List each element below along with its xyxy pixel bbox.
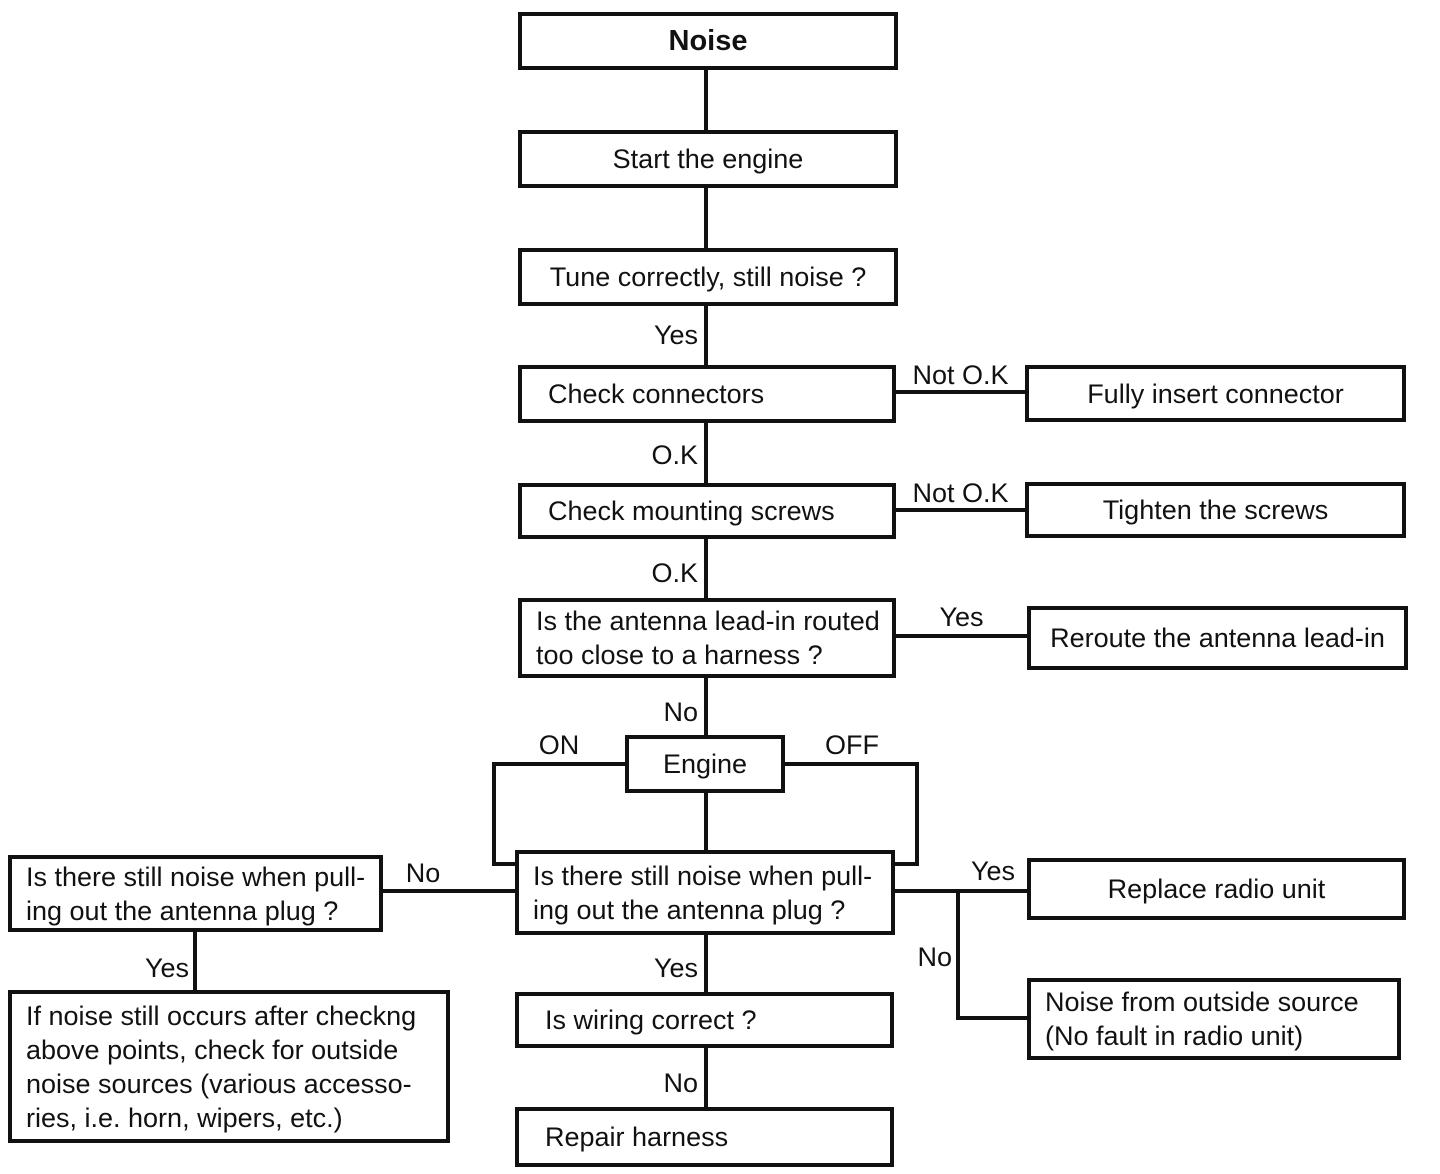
node-reroute-antenna: Reroute the antenna lead-in <box>1027 606 1408 670</box>
node-reroute-antenna-label: Reroute the antenna lead-in <box>1050 623 1385 653</box>
edge-engine-off-h <box>785 762 919 766</box>
node-fully-insert-connector: Fully insert connector <box>1025 365 1406 422</box>
edge-label-connectors-not-ok: Not O.K <box>912 360 1009 390</box>
node-antenna-lead-in: Is the antenna lead-in routed too close … <box>518 598 896 678</box>
node-plug-question-left: Is there still noise when pull- ing out … <box>8 855 383 932</box>
edge-leftbox-yes-v <box>193 932 197 992</box>
node-start-engine: Start the engine <box>518 130 898 188</box>
node-engine: Engine <box>625 735 785 793</box>
node-repair-harness: Repair harness <box>515 1107 894 1167</box>
edge-label-wiring-no: No <box>663 1068 698 1098</box>
edge-engine-off-v <box>915 762 919 866</box>
node-fully-insert-connector-label: Fully insert connector <box>1087 378 1344 409</box>
node-engine-label: Engine <box>662 749 748 779</box>
node-check-connectors-label: Check connectors <box>548 379 765 409</box>
node-noise: Noise <box>518 12 898 70</box>
node-tune-correctly: Tune correctly, still noise ? <box>518 248 898 306</box>
edge-noise-to-start <box>704 70 708 130</box>
edge-label-screws-ok: O.K <box>651 558 698 588</box>
node-plug-question-center-label: Is there still noise when pull- ing out … <box>533 860 873 925</box>
edge-tune-to-connectors <box>704 306 708 366</box>
node-outside-check-note: If noise still occurs after checkng abov… <box>8 990 450 1143</box>
edge-label-plug-right-yes: Yes <box>970 856 1016 886</box>
edge-plug-to-leftbox <box>383 889 516 893</box>
edge-antenna-to-engine <box>704 678 708 738</box>
edge-screws-to-antenna <box>704 539 708 599</box>
node-start-engine-label: Start the engine <box>612 144 804 174</box>
node-noise-label: Noise <box>668 25 748 57</box>
edge-screws-to-tighten <box>895 508 1026 512</box>
edge-label-connectors-ok: O.K <box>651 440 698 470</box>
node-outside-source-label: Noise from outside source (No fault in r… <box>1045 987 1359 1051</box>
node-is-wiring-correct-label: Is wiring correct ? <box>545 1005 757 1035</box>
node-tighten-screws: Tighten the screws <box>1025 482 1406 538</box>
edge-plug-no-branch-v <box>956 889 960 1020</box>
edge-plug-to-wiring <box>704 935 708 993</box>
edge-label-antenna-yes: Yes <box>939 602 984 632</box>
node-plug-question-center: Is there still noise when pull- ing out … <box>515 850 895 935</box>
node-check-connectors: Check connectors <box>518 365 896 423</box>
edge-label-engine-on: ON <box>538 730 580 760</box>
node-check-mounting-screws: Check mounting screws <box>518 483 896 539</box>
edge-label-engine-off: OFF <box>825 730 879 760</box>
node-outside-source: Noise from outside source (No fault in r… <box>1027 978 1401 1060</box>
node-replace-radio-unit: Replace radio unit <box>1027 858 1406 920</box>
node-antenna-lead-in-label: Is the antenna lead-in routed too close … <box>536 606 880 670</box>
node-replace-radio-unit-label: Replace radio unit <box>1107 874 1326 904</box>
edge-engine-off-hook <box>893 862 919 866</box>
edge-engine-on-hook <box>492 862 518 866</box>
edge-label-plug-left-yes: Yes <box>144 953 189 983</box>
edge-engine-on-v <box>492 762 496 866</box>
edge-label-antenna-no: No <box>663 697 698 727</box>
edge-wiring-to-repair <box>704 1048 708 1108</box>
edge-connectors-to-screws <box>704 423 708 483</box>
edge-plug-no-branch-h <box>956 1016 1027 1020</box>
edge-label-plug-left-no: No <box>405 858 441 888</box>
edge-plug-to-replace <box>893 889 1027 893</box>
node-check-mounting-screws-label: Check mounting screws <box>548 496 835 526</box>
edge-start-to-tune <box>704 188 708 248</box>
node-is-wiring-correct: Is wiring correct ? <box>515 992 894 1048</box>
edge-engine-on-h <box>492 762 626 766</box>
edge-label-plug-center-yes: Yes <box>653 953 698 983</box>
edge-connectors-to-insert <box>895 390 1026 394</box>
edge-engine-to-plug <box>704 793 708 851</box>
edge-label-screws-not-ok: Not O.K <box>912 478 1009 508</box>
node-tune-correctly-label: Tune correctly, still noise ? <box>549 262 867 292</box>
edge-label-tune-yes: Yes <box>653 320 698 350</box>
edge-label-plug-right-no: No <box>917 942 952 972</box>
node-repair-harness-label: Repair harness <box>545 1122 729 1152</box>
node-plug-question-left-label: Is there still noise when pull- ing out … <box>26 861 366 926</box>
edge-antenna-to-reroute <box>895 634 1028 638</box>
node-tighten-screws-label: Tighten the screws <box>1102 495 1329 525</box>
node-outside-check-note-label: If noise still occurs after checkng abov… <box>26 1000 417 1133</box>
